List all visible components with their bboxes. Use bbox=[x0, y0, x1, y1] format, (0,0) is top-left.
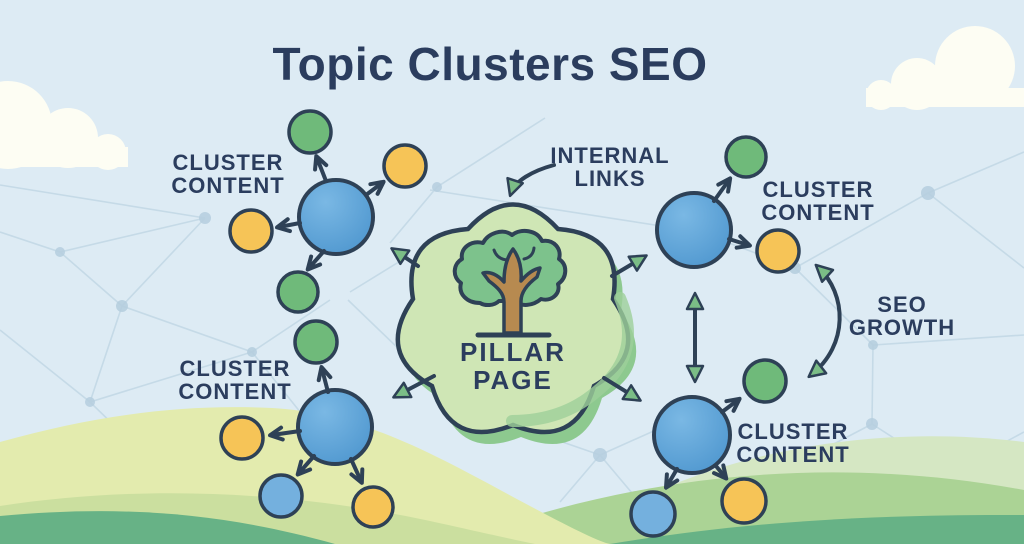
arrow-hub-to-satellite bbox=[712, 176, 733, 203]
arrow-hub-to-satellite bbox=[313, 154, 329, 183]
hub-node bbox=[655, 191, 733, 269]
satellite-node-green bbox=[724, 135, 768, 179]
hub-node bbox=[297, 178, 375, 256]
satellite-node-green bbox=[293, 319, 339, 365]
satellite-node-green bbox=[742, 358, 788, 404]
satellite-node-yellow bbox=[219, 415, 265, 461]
annotation-internal-links: INTERNAL LINKS bbox=[550, 143, 669, 191]
cluster-content-label-line2: CONTENT bbox=[178, 379, 291, 404]
cloud-left bbox=[0, 81, 128, 170]
satellite-node-blue bbox=[258, 473, 304, 519]
hub-node bbox=[296, 388, 374, 466]
satellite-node-yellow bbox=[228, 208, 274, 254]
hill-dark-right bbox=[610, 514, 1024, 544]
arrow-pillar-to-top-left-hub bbox=[390, 247, 420, 268]
cluster-content-label-line1: CLUSTER bbox=[173, 150, 284, 175]
satellite-node-green bbox=[287, 109, 333, 155]
pillar-page-node: PILLAR PAGE bbox=[395, 202, 637, 445]
satellite-node-green bbox=[276, 270, 320, 314]
pillar-blob-inner-shade bbox=[506, 292, 634, 427]
cluster-content-label-line1: CLUSTER bbox=[763, 177, 874, 202]
cluster-content-label-line1: CLUSTER bbox=[738, 419, 849, 444]
arrow-hub-to-satellite bbox=[720, 396, 742, 414]
arrow-hub-to-satellite bbox=[305, 249, 326, 272]
tree-trunk bbox=[481, 247, 542, 335]
internal-links-pointer-arrow bbox=[506, 163, 556, 198]
satellite-node-yellow bbox=[755, 228, 801, 274]
arrow-hub-to-satellite bbox=[364, 179, 386, 197]
satellite-node-yellow bbox=[720, 477, 768, 525]
pillar-page-label-line1: PILLAR bbox=[460, 337, 566, 367]
annotation-seo-growth: SEO GROWTH bbox=[849, 292, 955, 340]
tree-icon bbox=[452, 228, 568, 338]
pillar-page-label-line2: PAGE bbox=[473, 365, 553, 395]
arrow-hub-to-satellite bbox=[727, 234, 752, 250]
internal-links-label-line1: INTERNAL bbox=[550, 143, 669, 168]
arrow-pillar-to-bottom-right-hub bbox=[602, 376, 642, 402]
arrow-hub-to-satellite bbox=[663, 467, 680, 490]
cluster-content-label-line2: CONTENT bbox=[171, 173, 284, 198]
hub-node bbox=[652, 395, 732, 475]
seo-growth-label-line2: GROWTH bbox=[849, 315, 955, 340]
seo-growth-label-line1: SEO bbox=[877, 292, 926, 317]
arrow-hub-to-satellite bbox=[316, 365, 333, 394]
arrow-hub-to-satellite bbox=[349, 457, 365, 485]
cluster-content-label-line2: CONTENT bbox=[761, 200, 874, 225]
page-title: Topic Clusters SEO bbox=[272, 38, 707, 90]
arrow-hub-to-satellite bbox=[295, 454, 316, 477]
cluster-content-label-line1: CLUSTER bbox=[180, 356, 291, 381]
satellite-node-blue bbox=[629, 490, 677, 538]
cluster-top-right: CLUSTER CONTENT bbox=[655, 135, 874, 274]
arrow-hub-to-satellite bbox=[268, 425, 302, 442]
internal-links-label-line2: LINKS bbox=[575, 166, 646, 191]
cluster-top-left: CLUSTER CONTENT bbox=[171, 109, 428, 314]
cluster-bottom-left: CLUSTER CONTENT bbox=[178, 319, 395, 529]
hill-dark-left bbox=[0, 511, 335, 544]
cloud-right bbox=[866, 26, 1024, 110]
satellite-node-yellow bbox=[351, 485, 395, 529]
arrow-pillar-to-bottom-left-hub bbox=[392, 374, 436, 399]
arrow-pillar-to-top-right-hub bbox=[610, 254, 648, 278]
seo-growth-curved-arrow bbox=[807, 263, 842, 379]
arrow-hub-to-satellite bbox=[275, 217, 302, 234]
cluster-bottom-right: CLUSTER CONTENT bbox=[629, 358, 849, 538]
cluster-content-label-line2: CONTENT bbox=[736, 442, 849, 467]
satellite-node-yellow bbox=[382, 143, 428, 189]
pillar-link-arrows bbox=[390, 247, 705, 402]
arrow-hub-to-satellite bbox=[712, 463, 729, 481]
